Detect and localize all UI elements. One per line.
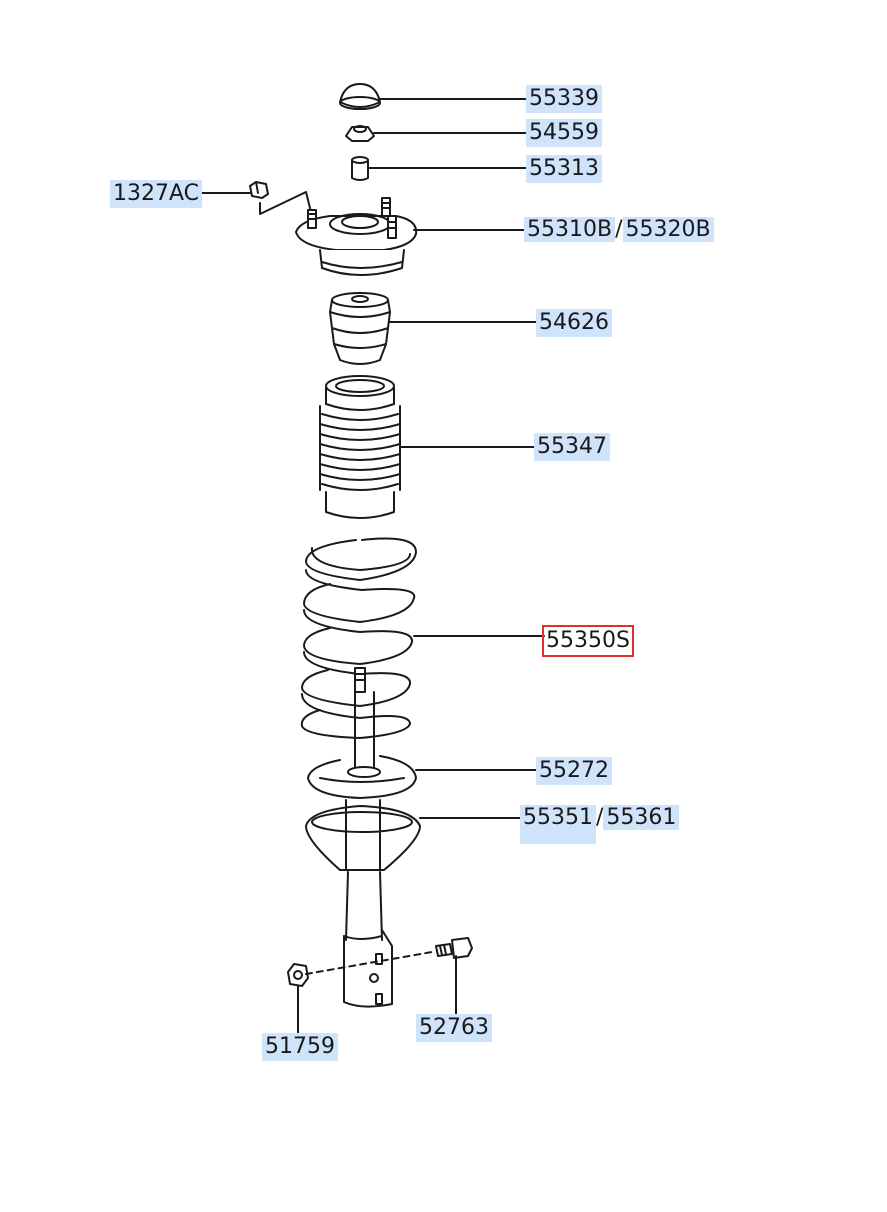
- part-label-55320B[interactable]: 55320B: [622, 217, 714, 242]
- piston-rod: [354, 691, 375, 771]
- coil-spring-part[interactable]: [300, 537, 417, 739]
- bump-stopper-part[interactable]: [329, 292, 391, 365]
- part-label-55351[interactable]: 55351: [520, 805, 596, 844]
- flange-nut-part[interactable]: [249, 181, 269, 199]
- part-label-54626[interactable]: 54626: [536, 309, 612, 337]
- bolt-part[interactable]: [435, 937, 473, 959]
- label-separator: /: [615, 217, 623, 242]
- part-label-55339[interactable]: 55339: [526, 85, 602, 113]
- part-label-52763[interactable]: 52763: [416, 1014, 492, 1042]
- part-label-55313[interactable]: 55313: [526, 155, 602, 183]
- lower-nut-part[interactable]: [287, 963, 309, 987]
- part-label-1327AC[interactable]: 1327AC: [110, 180, 203, 208]
- strut-mount-part[interactable]: [295, 197, 418, 276]
- label-separator: /: [596, 805, 604, 830]
- spacer-part[interactable]: [351, 156, 369, 181]
- part-label-54559[interactable]: 54559: [526, 119, 602, 147]
- part-label-55272[interactable]: 55272: [536, 757, 612, 785]
- spring-pad-part[interactable]: [307, 755, 417, 799]
- part-label-55310B[interactable]: 55310B: [524, 217, 616, 242]
- dust-cover-part[interactable]: [319, 375, 401, 519]
- dust-cap-part[interactable]: [339, 83, 381, 110]
- part-label-55350S-selected[interactable]: 55350S: [542, 625, 634, 657]
- leader-lines: [199, 98, 545, 1035]
- part-label-55361[interactable]: 55361: [603, 805, 680, 830]
- nut-leader-zigzag: [259, 191, 313, 217]
- bolt-axis-dashed: [305, 951, 433, 975]
- part-label-51759[interactable]: 51759: [262, 1033, 338, 1061]
- part-label-group-strut-mount: 55310B/55320B: [524, 216, 714, 244]
- part-label-55347[interactable]: 55347: [534, 433, 610, 461]
- lock-nut-part[interactable]: [345, 125, 375, 142]
- strut-body-part[interactable]: [305, 799, 421, 1008]
- part-label-group-strut-body: 55351/55361: [520, 804, 680, 844]
